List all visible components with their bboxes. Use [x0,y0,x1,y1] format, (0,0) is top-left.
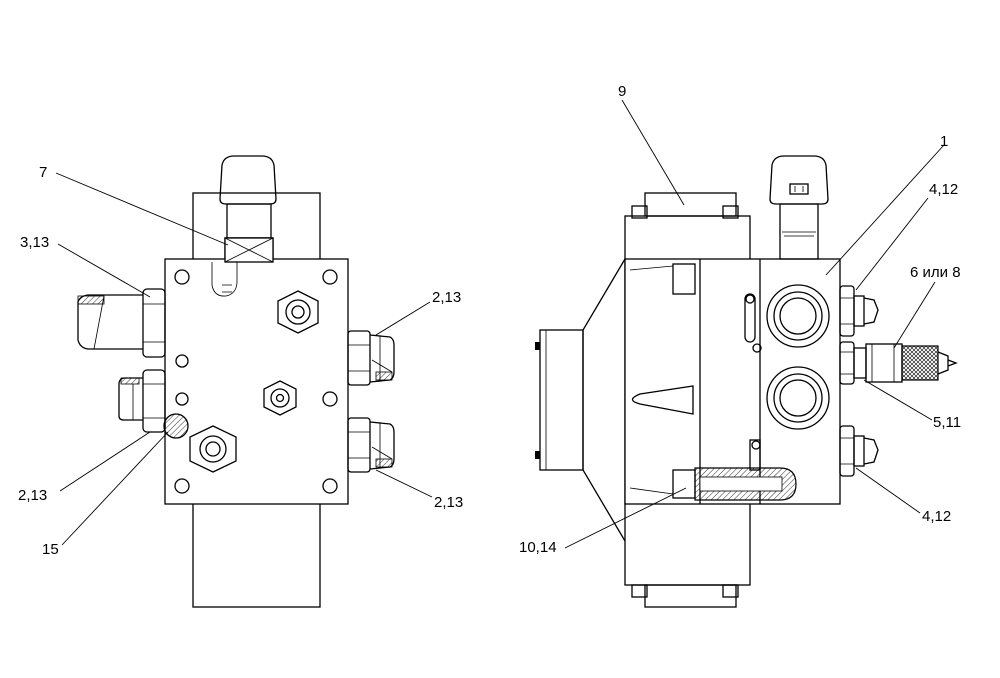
left-main-block [164,258,349,505]
right-handle-knob [769,155,829,205]
left-side-fitting-2-13 [118,369,166,433]
right-main-block [624,258,841,505]
left-port-fitting-bottom [189,425,237,473]
callout-3-13: 3,13 [20,234,49,251]
right-fitting-4-12-top [839,285,879,337]
left-port-fitting-top [277,290,319,334]
callout-2-13-right: 2,13 [434,494,463,511]
left-internal-passage [211,262,238,297]
callout-10-14: 10,14 [519,539,557,556]
left-handle-knob [219,155,277,205]
right-coupling-6-8 [901,345,958,381]
right-fitting-5-11 [839,341,903,385]
callout-15: 15 [42,541,59,558]
right-tapered-housing [582,258,626,542]
right-flange-cover [539,329,584,471]
callout-2-13-left: 2,13 [18,487,47,504]
right-port-upper [766,284,830,348]
left-side-plug-3-13 [77,288,166,358]
left-bolt-holes [174,269,338,494]
callout-labels: 7 3,13 2,13 2,13 2,13 15 9 1 4,12 6 или … [18,83,961,558]
left-plug-15 [163,413,189,439]
left-stem [226,203,272,239]
right-stem [779,203,819,260]
right-internal-cone [631,385,694,415]
callout-9: 9 [618,83,626,100]
callout-7: 7 [39,164,47,181]
right-port-lower [766,366,830,430]
left-right-fitting-bottom [347,417,395,473]
callout-1: 1 [940,133,948,150]
left-view [77,155,395,608]
right-top-cap [644,192,737,217]
callout-4-12-bottom: 4,12 [922,508,951,525]
left-port-fitting-middle [263,380,297,416]
callout-6-8: 6 или 8 [910,264,961,281]
right-fitting-4-12-bottom [839,425,879,477]
right-view [535,155,958,608]
right-bottom-cap [644,584,737,608]
callout-5-11: 5,11 [933,414,961,431]
callout-2-13-top: 2,13 [432,289,461,306]
callout-4-12-top: 4,12 [929,181,958,198]
left-right-fitting-top [347,330,395,386]
leader-lines [55,99,945,549]
